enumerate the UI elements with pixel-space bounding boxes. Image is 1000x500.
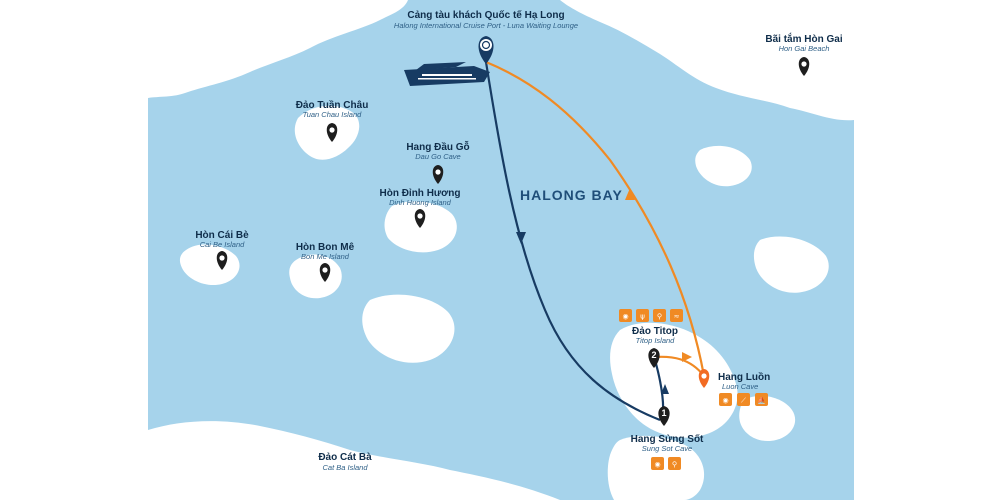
camera-icon: ◉ bbox=[719, 393, 732, 406]
activity-icons-sung-sot: ◉ ⚲ bbox=[651, 457, 681, 470]
stop-marker-2[interactable]: 2 bbox=[648, 348, 660, 368]
svg-text:⛵: ⛵ bbox=[757, 396, 766, 405]
stop-number-1: 1 bbox=[661, 408, 666, 418]
stop-name-sung-sot: Hang Sửng Sốt bbox=[631, 433, 704, 445]
map-pin-icon[interactable] bbox=[216, 251, 228, 270]
highlight-name: Hang Luồn bbox=[718, 371, 770, 383]
titop-luon-island bbox=[610, 322, 738, 438]
orange-pin-icon[interactable] bbox=[698, 369, 710, 388]
island-cluster-southeast bbox=[739, 395, 796, 442]
camera-icon: ◉ bbox=[619, 309, 632, 322]
svg-text:◉: ◉ bbox=[622, 313, 628, 321]
place-sub-cai-be: Cai Be Island bbox=[200, 240, 245, 249]
place-name-dinh-huong: Hòn Đỉnh Hương bbox=[379, 188, 460, 199]
tuan-chau-island bbox=[294, 105, 360, 160]
place-name-hon-gai: Bãi tắm Hòn Gai bbox=[765, 32, 842, 45]
map-pin-icon[interactable] bbox=[326, 123, 338, 142]
activity-icons-titop: ◉ ψ ⚲ ≈ bbox=[619, 309, 683, 322]
place-name-bon-me: Hòn Bon Mê bbox=[296, 242, 355, 253]
port-name: Cảng tàu khách Quốc tế Hạ Long bbox=[407, 9, 564, 21]
stop-sub-sung-sot: Sung Sot Cave bbox=[642, 444, 692, 453]
stop-number-2: 2 bbox=[651, 350, 656, 360]
kayak-icon: ⟋ bbox=[737, 393, 750, 406]
svg-text:◉: ◉ bbox=[654, 461, 660, 469]
port-pin-icon[interactable] bbox=[478, 36, 494, 64]
svg-text:◉: ◉ bbox=[722, 397, 728, 405]
hiking-icon: ⚲ bbox=[668, 457, 681, 470]
place-sub-hon-gai: Hon Gai Beach bbox=[779, 44, 830, 53]
place-name-dau-go: Hang Đầu Gỗ bbox=[406, 140, 469, 153]
stop-sub-titop: Titop Island bbox=[636, 336, 676, 345]
camera-icon: ◉ bbox=[651, 457, 664, 470]
island-cluster-east bbox=[753, 236, 829, 293]
swimming-icon: ≈ bbox=[670, 309, 683, 322]
route-return-arrow bbox=[625, 188, 635, 200]
svg-text:⟋: ⟋ bbox=[741, 397, 746, 405]
place-sub-dau-go: Dau Go Cave bbox=[415, 152, 460, 161]
route-to-luon-arrow bbox=[682, 352, 692, 362]
hiking-icon: ⚲ bbox=[653, 309, 666, 322]
cat-ba-island bbox=[148, 421, 560, 500]
stop-marker-1[interactable]: 1 bbox=[658, 406, 670, 426]
dining-icon: ψ bbox=[636, 309, 649, 322]
map-pin-icon[interactable] bbox=[414, 209, 426, 228]
place-sub-bon-me: Bon Me Island bbox=[301, 252, 350, 261]
bamboo-boat-icon: ⛵ bbox=[755, 393, 768, 406]
stop-name-titop: Đảo Titop bbox=[632, 326, 678, 337]
mainland-coast-top-left bbox=[148, 0, 408, 98]
map-pin-icon[interactable] bbox=[798, 57, 810, 76]
svg-text:≈: ≈ bbox=[674, 313, 680, 321]
mainland-coast-top-right bbox=[560, 0, 854, 121]
route-stop1-to-stop2-arrow bbox=[661, 384, 669, 394]
place-name-tuan-chau: Đảo Tuần Châu bbox=[296, 99, 369, 111]
island-cluster-northeast bbox=[695, 145, 752, 187]
route-return bbox=[485, 60, 706, 377]
svg-text:⚲: ⚲ bbox=[672, 461, 677, 469]
cruise-ship-icon bbox=[404, 62, 490, 86]
port-subtitle: Halong International Cruise Port - Luna … bbox=[394, 21, 578, 30]
place-name-cai-be: Hòn Cái Bè bbox=[195, 230, 249, 241]
bay-label: HALONG BAY bbox=[520, 187, 623, 203]
island-cluster-south-center bbox=[362, 294, 455, 363]
highlight-subtitle: Luon Cave bbox=[722, 382, 758, 391]
map-pin-icon[interactable] bbox=[319, 263, 331, 282]
place-sub-cat-ba: Cat Ba Island bbox=[322, 463, 368, 472]
route-outbound-arrow bbox=[516, 232, 526, 244]
place-sub-dinh-huong: Dinh Huong Island bbox=[389, 198, 452, 207]
svg-text:ψ: ψ bbox=[640, 313, 645, 321]
activity-icons-luon: ◉ ⟋ ⛵ bbox=[719, 393, 768, 406]
place-name-cat-ba: Đảo Cát Bà bbox=[318, 452, 372, 463]
map-pin-icon[interactable] bbox=[432, 165, 444, 184]
route-outbound bbox=[484, 61, 661, 422]
svg-text:⚲: ⚲ bbox=[657, 313, 662, 321]
place-sub-tuan-chau: Tuan Chau Island bbox=[303, 110, 362, 119]
